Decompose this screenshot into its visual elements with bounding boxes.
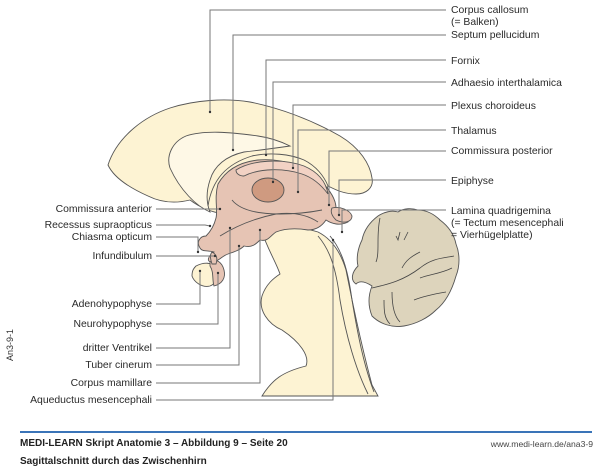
corpus-callosum-inner-line: [207, 153, 329, 207]
label-lamina-quadrigemina-alt1: (= Tectum mesencephali: [451, 218, 564, 229]
label-fornix: Fornix: [451, 56, 481, 67]
hypothalamic-sulcus-line: [219, 212, 319, 237]
label-thalamus: Thalamus: [451, 126, 497, 137]
label-neurohypophyse: Neurohypophyse: [73, 319, 152, 330]
leader-lines-left: [156, 207, 335, 401]
footer-url[interactable]: www.medi-learn.de/ana3-9: [490, 439, 593, 449]
label-commissura-anterior: Commissura anterior: [56, 204, 153, 215]
labels-left: Commissura anterior Recessus supraopticu…: [30, 204, 152, 406]
label-recessus-supraopticus: Recessus supraopticus: [45, 220, 152, 231]
brainstem-inner-line: [329, 235, 375, 393]
adhaesio-interthalamica-shape: [251, 177, 285, 203]
label-epiphyse: Epiphyse: [451, 176, 494, 187]
brainstem-inner-line: [317, 235, 369, 395]
label-infundibulum: Infundibulum: [93, 251, 153, 262]
label-tuber-cinerum: Tuber cinerum: [85, 360, 152, 371]
sagittal-section-diagram: Corpus callosum (= Balken) Septum pelluc…: [30, 5, 564, 406]
label-dritter-ventrikel: dritter Ventrikel: [83, 343, 152, 354]
labels-right: Corpus callosum (= Balken) Septum pelluc…: [451, 5, 564, 241]
label-corpus-callosum-alt: (= Balken): [451, 17, 499, 28]
label-commissura-posterior: Commissura posterior: [451, 146, 553, 157]
cerebellum-shape: [351, 208, 460, 327]
cerebellum-folia: [371, 217, 455, 325]
label-corpus-callosum: Corpus callosum: [451, 5, 528, 16]
brainstem-shape: [260, 227, 379, 397]
label-septum-pellucidum: Septum pellucidum: [451, 30, 539, 41]
figure-code: An3-9-1: [5, 328, 15, 362]
footer-divider: [20, 431, 592, 433]
label-adenohypophyse: Adenohypophyse: [72, 299, 153, 310]
label-chiasma-opticum: Chiasma opticum: [72, 232, 152, 243]
thalamus-band: [235, 160, 329, 195]
label-corpus-mamillare: Corpus mamillare: [71, 378, 153, 389]
label-plexus-choroideus: Plexus choroideus: [451, 101, 536, 112]
label-aqueductus-mesencephali: Aqueductus mesencephali: [30, 395, 152, 406]
figure-caption: Sagittalschnitt durch das Zwischenhirn: [20, 456, 207, 467]
label-lamina-quadrigemina: Lamina quadrigemina: [451, 206, 551, 217]
label-adhaesio-interthalamica: Adhaesio interthalamica: [451, 78, 562, 89]
label-lamina-quadrigemina-alt2: = Vierhügelplatte): [451, 230, 533, 241]
leader-lines-right: [208, 9, 446, 234]
footer-title: MEDI-LEARN Skript Anatomie 3 – Abbildung…: [20, 438, 288, 449]
